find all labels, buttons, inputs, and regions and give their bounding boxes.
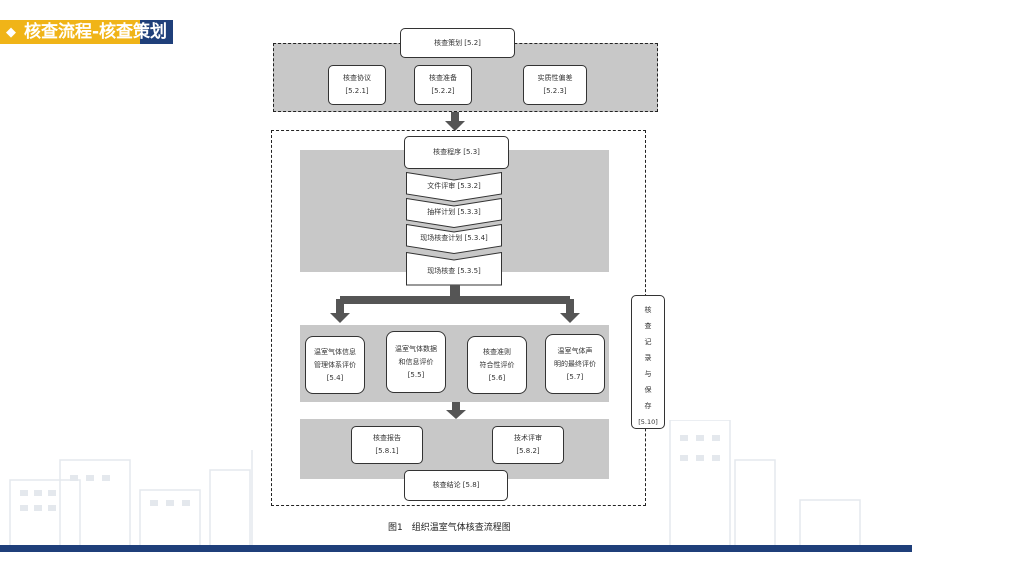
evaluation-line3: [5.6] xyxy=(488,373,506,382)
planning-box-line1: 核查协议 xyxy=(343,74,371,82)
evaluation-line3: [5.5] xyxy=(407,370,425,379)
conclusion-box: 核查结论 [5.8] xyxy=(404,470,508,501)
evaluation-box-ghg-management: 温室气体信息 管理体系评价 [5.4] xyxy=(305,336,365,394)
step-sampling-plan: 抽样计划 [5.3.3] xyxy=(406,198,502,228)
records-char: 核 xyxy=(644,306,652,314)
figure-caption: 图1 组织温室气体核查流程图 xyxy=(388,523,511,533)
records-retention-box: 核 查 记 录 与 保 存 [5.10] xyxy=(631,295,665,429)
step-label: 现场核查 [5.3.5] xyxy=(427,267,481,275)
records-char: 录 xyxy=(644,354,652,362)
chevron-shape xyxy=(406,252,502,286)
conclusion-label: 核查结论 [5.8] xyxy=(432,481,480,489)
evaluation-box-final: 温室气体声 明的最终评价 [5.7] xyxy=(545,334,605,394)
step-label: 现场核查计划 [5.3.4] xyxy=(420,234,488,242)
page-title-bar: ◆ 核查流程-核查策划 xyxy=(0,20,174,44)
planning-top-label: 核查策划 [5.2] xyxy=(434,38,481,47)
chevron-shape xyxy=(406,198,502,228)
evaluation-line2: 和信息评价 xyxy=(398,357,434,366)
evaluation-line1: 温室气体信息 xyxy=(314,347,356,356)
report-box-technical-review: 技术评审 [5.8.2] xyxy=(492,426,564,464)
evaluation-line1: 温室气体声 xyxy=(557,346,593,355)
report-line2: [5.8.1] xyxy=(375,447,399,455)
planning-box-materiality: 实质性偏差 [5.2.3] xyxy=(523,65,587,105)
branch-arrows xyxy=(330,285,580,323)
evaluation-line3: [5.4] xyxy=(326,373,344,382)
planning-box-line1: 核查准备 xyxy=(429,74,457,82)
evaluation-box-criteria: 核查准则 符合性评价 [5.6] xyxy=(467,336,527,394)
report-box-verification: 核查报告 [5.8.1] xyxy=(351,426,423,464)
step-label: 文件评审 [5.3.2] xyxy=(427,182,481,190)
records-char: 记 xyxy=(644,338,652,346)
planning-box-line1: 实质性偏差 xyxy=(537,74,573,82)
report-line1: 技术评审 xyxy=(514,434,542,442)
records-char: 存 xyxy=(644,402,652,410)
bottom-band xyxy=(0,545,912,552)
records-char: 保 xyxy=(644,386,652,394)
chevron-shape xyxy=(406,172,502,202)
evaluation-box-data-info: 温室气体数据 和信息评价 [5.5] xyxy=(386,331,446,393)
records-char: 与 xyxy=(644,370,652,378)
page-title: 核查流程-核查策划 xyxy=(22,20,174,44)
step-site-plan: 现场核查计划 [5.3.4] xyxy=(406,224,502,254)
evaluation-line1: 温室气体数据 xyxy=(395,344,437,353)
step-label: 抽样计划 [5.3.3] xyxy=(427,208,481,216)
arrow-down-icon xyxy=(445,112,465,131)
chevron-shape xyxy=(406,224,502,254)
report-line1: 核查报告 xyxy=(373,434,401,442)
planning-box-line2: [5.2.1] xyxy=(345,87,369,95)
diamond-icon: ◆ xyxy=(6,24,16,40)
evaluation-line1: 核查准则 xyxy=(483,347,511,356)
evaluation-line2: 明的最终评价 xyxy=(554,359,596,368)
planning-box-line2: [5.2.2] xyxy=(431,87,455,95)
page-title-block: ◆ 核查流程-核查策划 xyxy=(0,20,174,44)
step-document-review: 文件评审 [5.3.2] xyxy=(406,172,502,202)
planning-box-line2: [5.2.3] xyxy=(543,87,567,95)
procedure-top-label: 核查程序 [5.3] xyxy=(433,148,480,156)
evaluation-line2: 符合性评价 xyxy=(479,360,515,369)
records-code: [5.10] xyxy=(638,418,658,426)
background-buildings-illustration xyxy=(9,420,861,550)
evaluation-line2: 管理体系评价 xyxy=(314,360,356,369)
step-site-verification: 现场核查 [5.3.5] xyxy=(406,252,502,286)
planning-top-box: 核查策划 [5.2] xyxy=(400,28,515,58)
arrow-down-icon xyxy=(446,402,466,419)
evaluation-line3: [5.7] xyxy=(566,372,584,381)
procedure-top-box: 核查程序 [5.3] xyxy=(404,136,509,169)
planning-box-preparation: 核查准备 [5.2.2] xyxy=(414,65,472,105)
report-line2: [5.8.2] xyxy=(516,447,540,455)
planning-box-agreement: 核查协议 [5.2.1] xyxy=(328,65,386,105)
records-char: 查 xyxy=(644,322,652,330)
